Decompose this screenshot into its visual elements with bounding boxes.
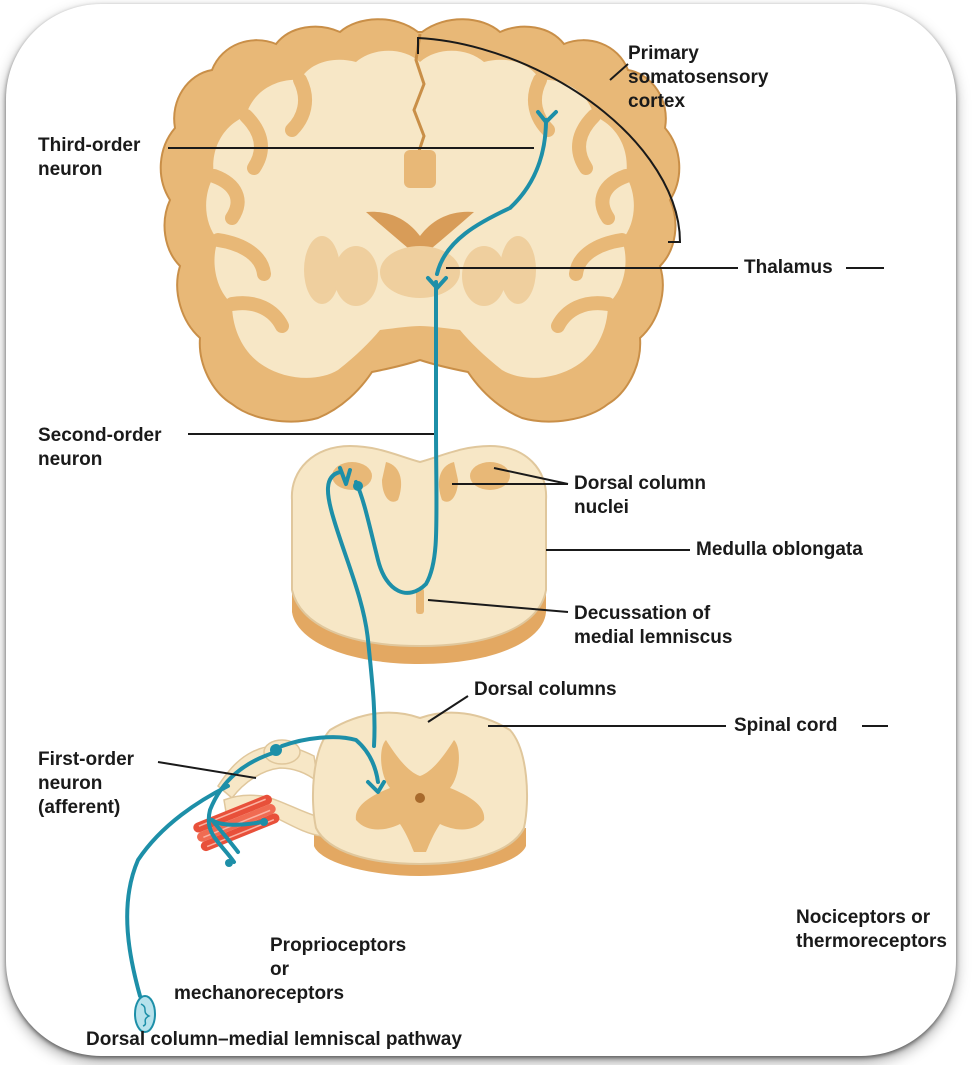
free-nerve-ending [135, 996, 155, 1032]
label-line: Decussation of [574, 602, 732, 626]
medulla-cell-body [353, 481, 363, 491]
label-first-order-neuron: First-order neuron (afferent) [38, 748, 134, 820]
label-line: Second-order [38, 424, 162, 448]
label-line: mechanoreceptors [174, 982, 406, 1006]
corpus-callosum-gap [404, 150, 436, 188]
label-nociceptors: Nociceptors or thermoreceptors [796, 906, 947, 954]
central-canal [415, 793, 425, 803]
label-line: neuron [38, 772, 134, 796]
brain-section [161, 19, 680, 421]
figure-caption: Dorsal column–medial lemniscal pathway [86, 1028, 462, 1052]
label-spinal-cord: Spinal cord [734, 714, 837, 738]
label-line: somatosensory [628, 66, 768, 90]
first-order-cell-body [270, 744, 282, 756]
label-dorsal-columns: Dorsal columns [474, 678, 617, 702]
label-proprioceptors: Proprioceptors or mechanoreceptors [174, 934, 406, 1006]
label-thalamus: Thalamus [744, 256, 833, 280]
label-line: neuron [38, 158, 140, 182]
label-line: (afferent) [38, 796, 134, 820]
label-line: or [174, 958, 406, 982]
label-decussation: Decussation of medial lemniscus [574, 602, 732, 650]
label-line: First-order [38, 748, 134, 772]
label-line: cortex [628, 90, 768, 114]
label-line: Third-order [38, 134, 140, 158]
label-dorsal-column-nuclei: Dorsal column nuclei [574, 472, 706, 520]
label-line: Dorsal column [574, 472, 706, 496]
label-line: nuclei [574, 496, 706, 520]
label-line: medial lemniscus [574, 626, 732, 650]
label-medulla-oblongata: Medulla oblongata [696, 538, 863, 562]
label-line: Proprioceptors [174, 934, 406, 958]
label-line: neuron [38, 448, 162, 472]
label-line: Nociceptors or [796, 906, 947, 930]
label-third-order-neuron: Third-order neuron [38, 134, 140, 182]
label-second-order-neuron: Second-order neuron [38, 424, 162, 472]
label-primary-somatosensory-cortex: Primary somatosensory cortex [628, 42, 768, 114]
label-line: thermoreceptors [796, 930, 947, 954]
label-line: Primary [628, 42, 768, 66]
